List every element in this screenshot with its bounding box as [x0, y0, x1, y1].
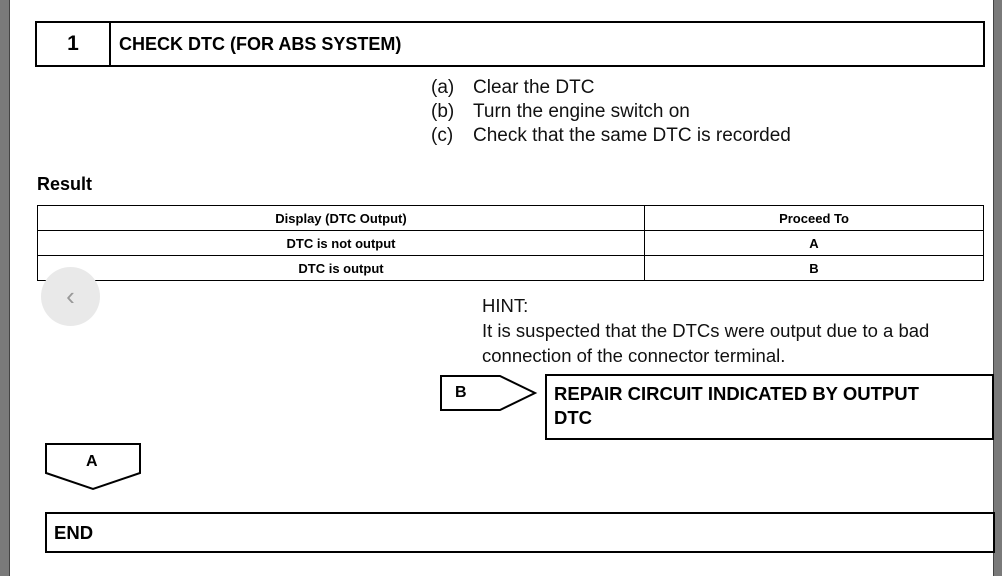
branch-a-arrow: [45, 443, 141, 491]
document-page: 1 CHECK DTC (FOR ABS SYSTEM) (a) Clear t…: [9, 0, 995, 576]
hint-line: It is suspected that the DTCs were outpu…: [482, 320, 930, 341]
previous-page-button[interactable]: ‹: [41, 267, 100, 326]
step-title: CHECK DTC (FOR ABS SYSTEM): [119, 33, 402, 54]
column-header-proceed: Proceed To: [644, 205, 984, 231]
procedure-item: (a) Clear the DTC: [431, 76, 791, 100]
hint-block: HINT: It is suspected that the DTCs were…: [482, 293, 987, 368]
procedure-list: (a) Clear the DTC (b) Turn the engine sw…: [431, 76, 791, 148]
hint-line: connection of the connector terminal.: [482, 345, 786, 366]
procedure-item-label: (c): [431, 125, 454, 146]
repair-action-line: REPAIR CIRCUIT INDICATED BY OUTPUT: [554, 383, 919, 404]
repair-action-text: REPAIR CIRCUIT INDICATED BY OUTPUT DTC: [554, 382, 919, 430]
chevron-left-icon: ‹: [66, 281, 75, 311]
procedure-item: (c) Check that the same DTC is recorded: [431, 124, 791, 148]
table-cell: DTC is output: [37, 255, 645, 281]
branch-b-label: B: [455, 384, 467, 401]
table-cell: A: [644, 230, 984, 256]
result-table: Display (DTC Output) Proceed To DTC is n…: [37, 205, 984, 281]
step-header: 1 CHECK DTC (FOR ABS SYSTEM): [35, 21, 985, 67]
end-label: END: [54, 521, 94, 543]
procedure-item: (b) Turn the engine switch on: [431, 100, 791, 124]
procedure-item-text: Turn the engine switch on: [473, 101, 690, 122]
procedure-item-label: (b): [431, 101, 455, 122]
hint-title: HINT:: [482, 295, 529, 316]
column-header-display: Display (DTC Output): [37, 205, 645, 231]
procedure-item-text: Check that the same DTC is recorded: [473, 125, 791, 146]
table-header-row: Display (DTC Output) Proceed To: [37, 205, 984, 231]
procedure-item-label: (a): [431, 77, 455, 98]
procedure-item-text: Clear the DTC: [473, 77, 595, 98]
repair-action-line: DTC: [554, 407, 593, 428]
table-row: DTC is not output A: [37, 230, 984, 256]
branch-b-arrow: [440, 375, 538, 411]
result-heading: Result: [37, 174, 93, 194]
end-box: END: [45, 512, 995, 553]
table-cell: B: [644, 255, 984, 281]
step-number: 1: [37, 23, 111, 65]
repair-action-box: REPAIR CIRCUIT INDICATED BY OUTPUT DTC: [545, 374, 994, 440]
table-row: DTC is output B: [37, 255, 984, 281]
branch-a-label: A: [86, 453, 98, 470]
table-cell: DTC is not output: [37, 230, 645, 256]
